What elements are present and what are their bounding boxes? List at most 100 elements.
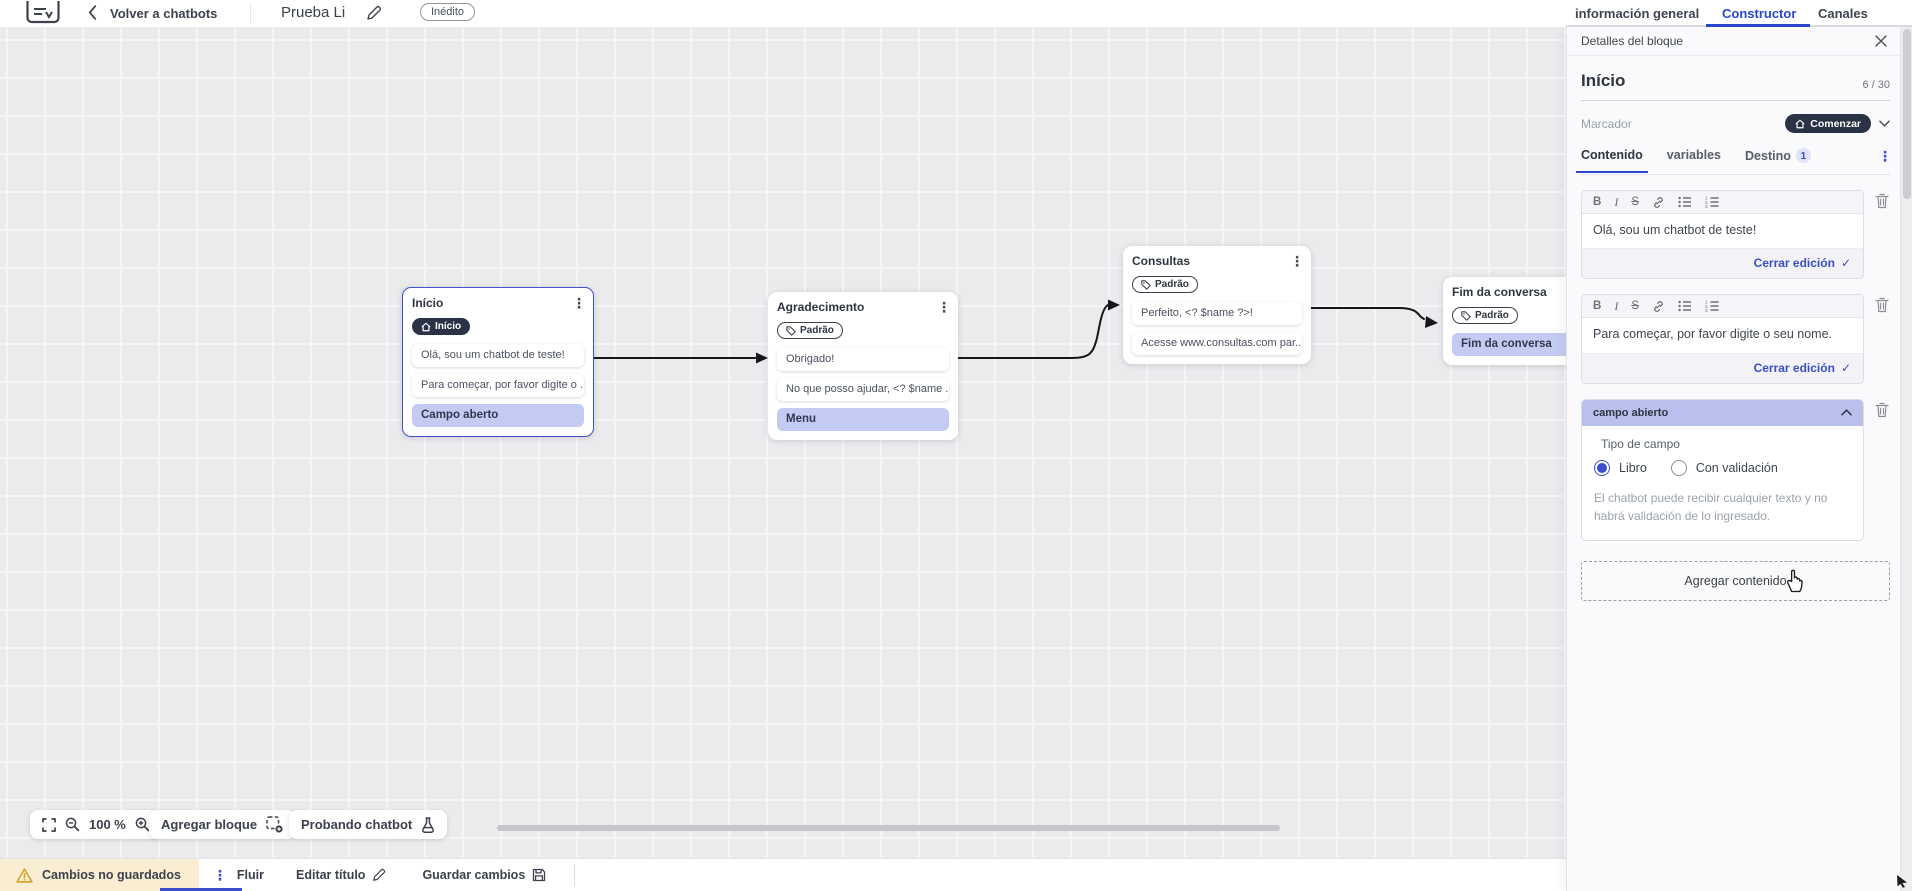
zoom-level: 100 %: [89, 817, 126, 832]
tab-canales[interactable]: Canales: [1818, 6, 1868, 21]
warning-icon: [16, 867, 33, 883]
node-field-row[interactable]: Campo aberto: [412, 403, 584, 427]
node-menu-icon[interactable]: [1290, 254, 1302, 268]
save-changes-button[interactable]: Guardar cambios: [422, 868, 546, 882]
trash-icon[interactable]: [1875, 193, 1889, 209]
block-name-input[interactable]: Início 6 / 30: [1581, 56, 1890, 101]
close-edit-button[interactable]: Cerrar edición: [1582, 248, 1863, 279]
open-field-header[interactable]: campo abierto: [1582, 399, 1863, 426]
svg-text:1: 1: [1705, 196, 1708, 201]
zoom-in-icon[interactable]: [135, 817, 150, 832]
bold-icon[interactable]: B: [1593, 196, 1602, 208]
default-badge: Padrão: [777, 322, 843, 339]
char-count: 6 / 30: [1862, 79, 1890, 91]
back-to-chatbots-link[interactable]: Volver a chatbots: [110, 6, 218, 21]
link-icon[interactable]: [1652, 300, 1665, 313]
bold-icon[interactable]: B: [1593, 300, 1602, 313]
italic-icon[interactable]: I: [1614, 194, 1619, 209]
tab-destino[interactable]: Destino 1: [1745, 148, 1811, 173]
add-content-button[interactable]: Agregar contenido: [1581, 560, 1890, 601]
block-details-panel: Detalles del bloque Início 6 / 30 Marcad…: [1566, 27, 1912, 891]
marker-value-pill[interactable]: Comenzar: [1785, 114, 1871, 133]
chatbot-title: Prueba Li: [281, 4, 346, 21]
node-content-row[interactable]: Acesse www.consultas.com par...: [1132, 331, 1302, 355]
radio-con-validacion-label: Con validación: [1695, 460, 1778, 475]
node-content-row[interactable]: Para começar, por favor digite o ...: [412, 373, 584, 397]
statusbar-divider: [574, 864, 576, 886]
radio-con-validacion[interactable]: [1670, 459, 1687, 476]
panel-menu-icon[interactable]: [1878, 149, 1890, 163]
node-content-row[interactable]: Obrigado!: [777, 347, 949, 371]
flow-node-agradecimento[interactable]: Agradecimento Padrão Obrigado! No que po…: [768, 292, 958, 440]
node-menu-row[interactable]: Menu: [777, 407, 949, 431]
flow-tab[interactable]: Fluir: [236, 868, 264, 882]
chevron-down-icon[interactable]: [1879, 120, 1890, 127]
bullet-list-icon[interactable]: [1678, 300, 1692, 312]
add-block-button[interactable]: Agregar bloque: [149, 810, 296, 839]
svg-text:3: 3: [1705, 204, 1708, 208]
flow-menu-icon[interactable]: [213, 868, 225, 882]
node-menu-icon[interactable]: [572, 296, 584, 310]
tag-icon: [786, 325, 796, 336]
unsaved-changes-chip: Cambios no guardados: [0, 859, 199, 891]
check-icon: [1841, 361, 1851, 375]
back-chevron-icon[interactable]: [88, 5, 97, 20]
tab-constructor[interactable]: Constructor: [1722, 6, 1797, 21]
link-icon[interactable]: [1652, 196, 1665, 209]
marker-label: Marcador: [1581, 116, 1632, 131]
radio-libro[interactable]: [1594, 459, 1610, 476]
close-edit-button[interactable]: Cerrar edición: [1582, 352, 1863, 383]
node-title: Consultas: [1132, 254, 1191, 268]
strikethrough-icon[interactable]: S: [1631, 300, 1639, 313]
node-content-row[interactable]: No que posso ajudar, <? $name ...: [777, 377, 949, 401]
node-menu-icon[interactable]: [937, 300, 949, 314]
default-badge: Padrão: [1452, 307, 1518, 324]
topbar-divider: [250, 3, 251, 23]
edit-title-button[interactable]: Editar título: [296, 868, 386, 882]
svg-text:2: 2: [1705, 304, 1708, 309]
panel-vertical-scrollbar[interactable]: [1900, 27, 1912, 891]
pencil-icon: [372, 868, 386, 882]
block-name-value: Início: [1581, 71, 1626, 90]
message-text-editor[interactable]: Para começar, por favor digite o seu nom…: [1593, 327, 1833, 342]
node-content-row[interactable]: Olá, sou um chatbot de teste!: [412, 343, 584, 367]
tab-contenido[interactable]: Contenido: [1576, 148, 1648, 173]
tag-icon: [1141, 279, 1151, 290]
chevron-up-icon[interactable]: [1841, 409, 1852, 416]
node-content-row[interactable]: Perfeito, <? $name ?>!: [1132, 301, 1302, 325]
svg-text:2: 2: [1705, 200, 1708, 205]
trash-icon[interactable]: [1875, 402, 1889, 418]
flow-node-consultas[interactable]: Consultas Padrão Perfeito, <? $name ?>! …: [1123, 246, 1311, 364]
mouse-cursor-arrow: [1896, 875, 1908, 888]
field-type-label: Tipo de campo: [1601, 436, 1680, 451]
strikethrough-icon[interactable]: S: [1631, 196, 1639, 208]
bottom-status-bar: Cambios no guardados Fluir Editar título…: [0, 858, 1566, 891]
bullet-list-icon[interactable]: [1678, 196, 1692, 208]
test-chatbot-button[interactable]: Probando chatbot: [289, 810, 448, 839]
flow-node-inicio[interactable]: Início Início Olá, sou um chatbot de tes…: [402, 287, 594, 437]
zoom-out-icon[interactable]: [65, 817, 80, 832]
panel-title: Detalles del bloque: [1581, 34, 1684, 48]
open-field-section: campo abierto Tipo de campo Libro: [1581, 398, 1890, 541]
tab-variables[interactable]: variables: [1666, 148, 1722, 162]
italic-icon[interactable]: I: [1614, 298, 1619, 313]
fullscreen-icon[interactable]: [42, 817, 56, 832]
status-badge: Inédito: [420, 3, 476, 21]
canvas-horizontal-scrollbar[interactable]: [497, 825, 1280, 831]
radio-libro-label: Libro: [1619, 460, 1647, 475]
save-icon: [532, 868, 546, 882]
message-text-editor[interactable]: Olá, sou um chatbot de teste!: [1593, 223, 1757, 237]
scrollbar-thumb[interactable]: [1902, 29, 1911, 199]
trash-icon[interactable]: [1875, 297, 1889, 313]
close-icon[interactable]: [1875, 35, 1887, 47]
mouse-cursor-hand: [1783, 566, 1806, 594]
flow-tab-underline: [160, 888, 242, 891]
tab-informacion-general[interactable]: información general: [1575, 6, 1700, 21]
check-icon: [1841, 256, 1851, 270]
edit-title-pencil-icon[interactable]: [366, 5, 382, 21]
